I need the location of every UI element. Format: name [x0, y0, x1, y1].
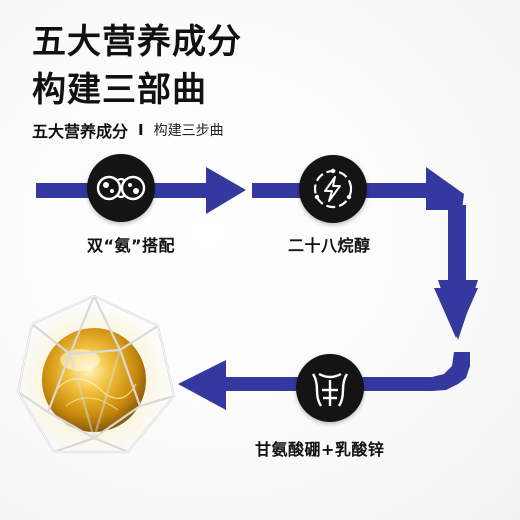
subtitle: 五大营养成分 I 构建三步曲: [32, 118, 224, 142]
molecule-pair-icon: [87, 154, 155, 222]
subtitle-separator: I: [138, 121, 144, 139]
muscle-torso-icon: [296, 354, 364, 422]
step-3-label: 甘氨酸硼+乳酸锌: [255, 440, 385, 459]
arrow-connector-down: [434, 205, 478, 338]
step-2-label: 二十八烷醇: [288, 236, 371, 255]
subtitle-secondary: 构建三步曲: [153, 123, 224, 139]
subtitle-main: 五大营养成分: [32, 122, 129, 141]
capsule-orb-image: [16, 294, 176, 458]
page-title-line-1: 五大营养成分: [32, 22, 242, 62]
page-title-line-2: 构建三部曲: [32, 70, 207, 110]
step-1-label: 双“氨”搭配: [87, 236, 176, 255]
energy-bolt-icon: [299, 155, 367, 223]
